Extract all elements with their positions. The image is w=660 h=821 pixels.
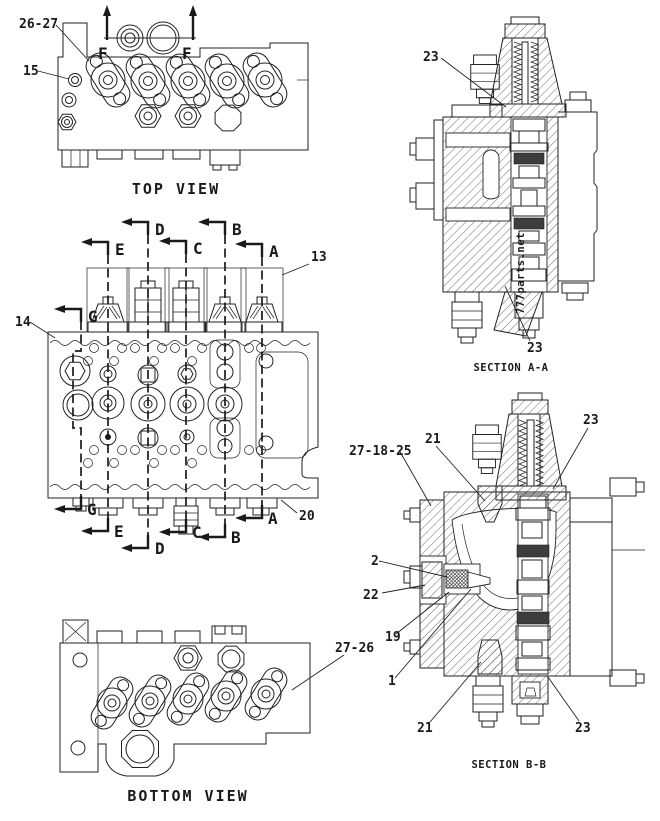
section-letter-c-top: C	[193, 239, 203, 258]
callout-21-bottom-label: 21	[417, 721, 433, 736]
section-letter-d-top: D	[155, 220, 165, 239]
callout-23-bottom-bb: 23	[547, 676, 591, 736]
callout-21-top-label: 21	[425, 432, 441, 447]
callout-15: 15	[23, 64, 70, 80]
section-letter-e-top: E	[115, 240, 125, 259]
callout-26-27-label: 26-27	[19, 17, 58, 32]
callout-15-label: 15	[23, 64, 39, 79]
section-letter-b-bottom: B	[231, 528, 241, 547]
callout-23-top-bb-label: 23	[583, 413, 599, 428]
callout-13: 13	[281, 250, 327, 276]
bottom-view: 27-26 BOTTOM VIEW	[59, 619, 374, 805]
section-letter-a-bottom: A	[268, 509, 278, 528]
callout-22-label: 22	[363, 588, 379, 603]
callout-23-bottom-bb-label: 23	[575, 721, 591, 736]
section-letter-b-top: B	[232, 220, 242, 239]
callout-13-label: 13	[311, 250, 327, 265]
section-letter-d-bottom: D	[155, 539, 165, 558]
callout-27-26: 27-26	[291, 641, 374, 691]
front-view: D B E C A G G E D C B A 13 14 20	[15, 216, 327, 558]
callout-2-label: 2	[371, 554, 379, 569]
callout-23-bottom-aa: 23	[504, 285, 543, 356]
bottom-view-caption: BOTTOM VIEW	[127, 787, 248, 805]
callout-21-top: 21	[425, 432, 486, 502]
section-b-b-linework	[403, 392, 645, 728]
section-a-a-caption: SECTION A-A	[473, 362, 548, 374]
callout-14-label: 14	[15, 315, 31, 330]
callout-23-top-bb: 23	[552, 413, 599, 490]
section-letter-f-right: F	[182, 44, 192, 63]
section-letter-g-top: G	[88, 307, 98, 326]
callout-23-top-aa-label: 23	[423, 50, 439, 65]
callout-22: 22	[363, 584, 426, 603]
section-letter-a-top: A	[269, 242, 279, 261]
section-letter-f-left: F	[98, 44, 108, 63]
callout-19-label: 19	[385, 630, 401, 645]
callout-20-label: 20	[299, 509, 315, 524]
top-view-caption: TOP VIEW	[132, 180, 220, 198]
top-view: F F 26-27 15 TOP VIEW	[19, 5, 309, 198]
section-a-a: 777parts.net 23 23 SECTION A-A	[409, 16, 598, 374]
section-arrows-bottom: G E D C B A	[52, 494, 278, 558]
callout-20: 20	[280, 499, 315, 524]
bonnet-b	[204, 296, 246, 333]
section-letter-c-bottom: C	[192, 523, 202, 542]
section-letter-g-bottom: G	[87, 500, 97, 519]
callout-26-27: 26-27	[19, 17, 90, 62]
section-cutting-lines	[72, 235, 263, 535]
section-letter-e-bottom: E	[114, 522, 124, 541]
callout-27-18-25: 27-18-25	[349, 444, 432, 507]
section-line-f-f: F F	[98, 5, 197, 63]
callout-2: 2	[371, 554, 448, 578]
callout-21-bottom: 21	[417, 661, 482, 736]
section-b-b: 27-18-25 21 23 2 22 19 1 21 23 SECTION B…	[349, 392, 645, 771]
callout-27-18-25-label: 27-18-25	[349, 444, 412, 459]
callout-1: 1	[388, 588, 472, 689]
section-arrows-top: D B E C A G	[52, 216, 279, 326]
watermark-text: 777parts.net	[515, 232, 527, 314]
callout-23-top-aa: 23	[423, 50, 507, 108]
section-b-b-caption: SECTION B-B	[471, 759, 546, 771]
callout-27-26-label: 27-26	[335, 641, 374, 656]
callout-23-bottom-aa-label: 23	[527, 341, 543, 356]
callout-1-label: 1	[388, 674, 396, 689]
section-a-a-linework	[409, 16, 598, 344]
bottom-view-linework	[59, 619, 311, 777]
callout-14: 14	[15, 315, 56, 339]
callout-19: 19	[385, 591, 450, 645]
